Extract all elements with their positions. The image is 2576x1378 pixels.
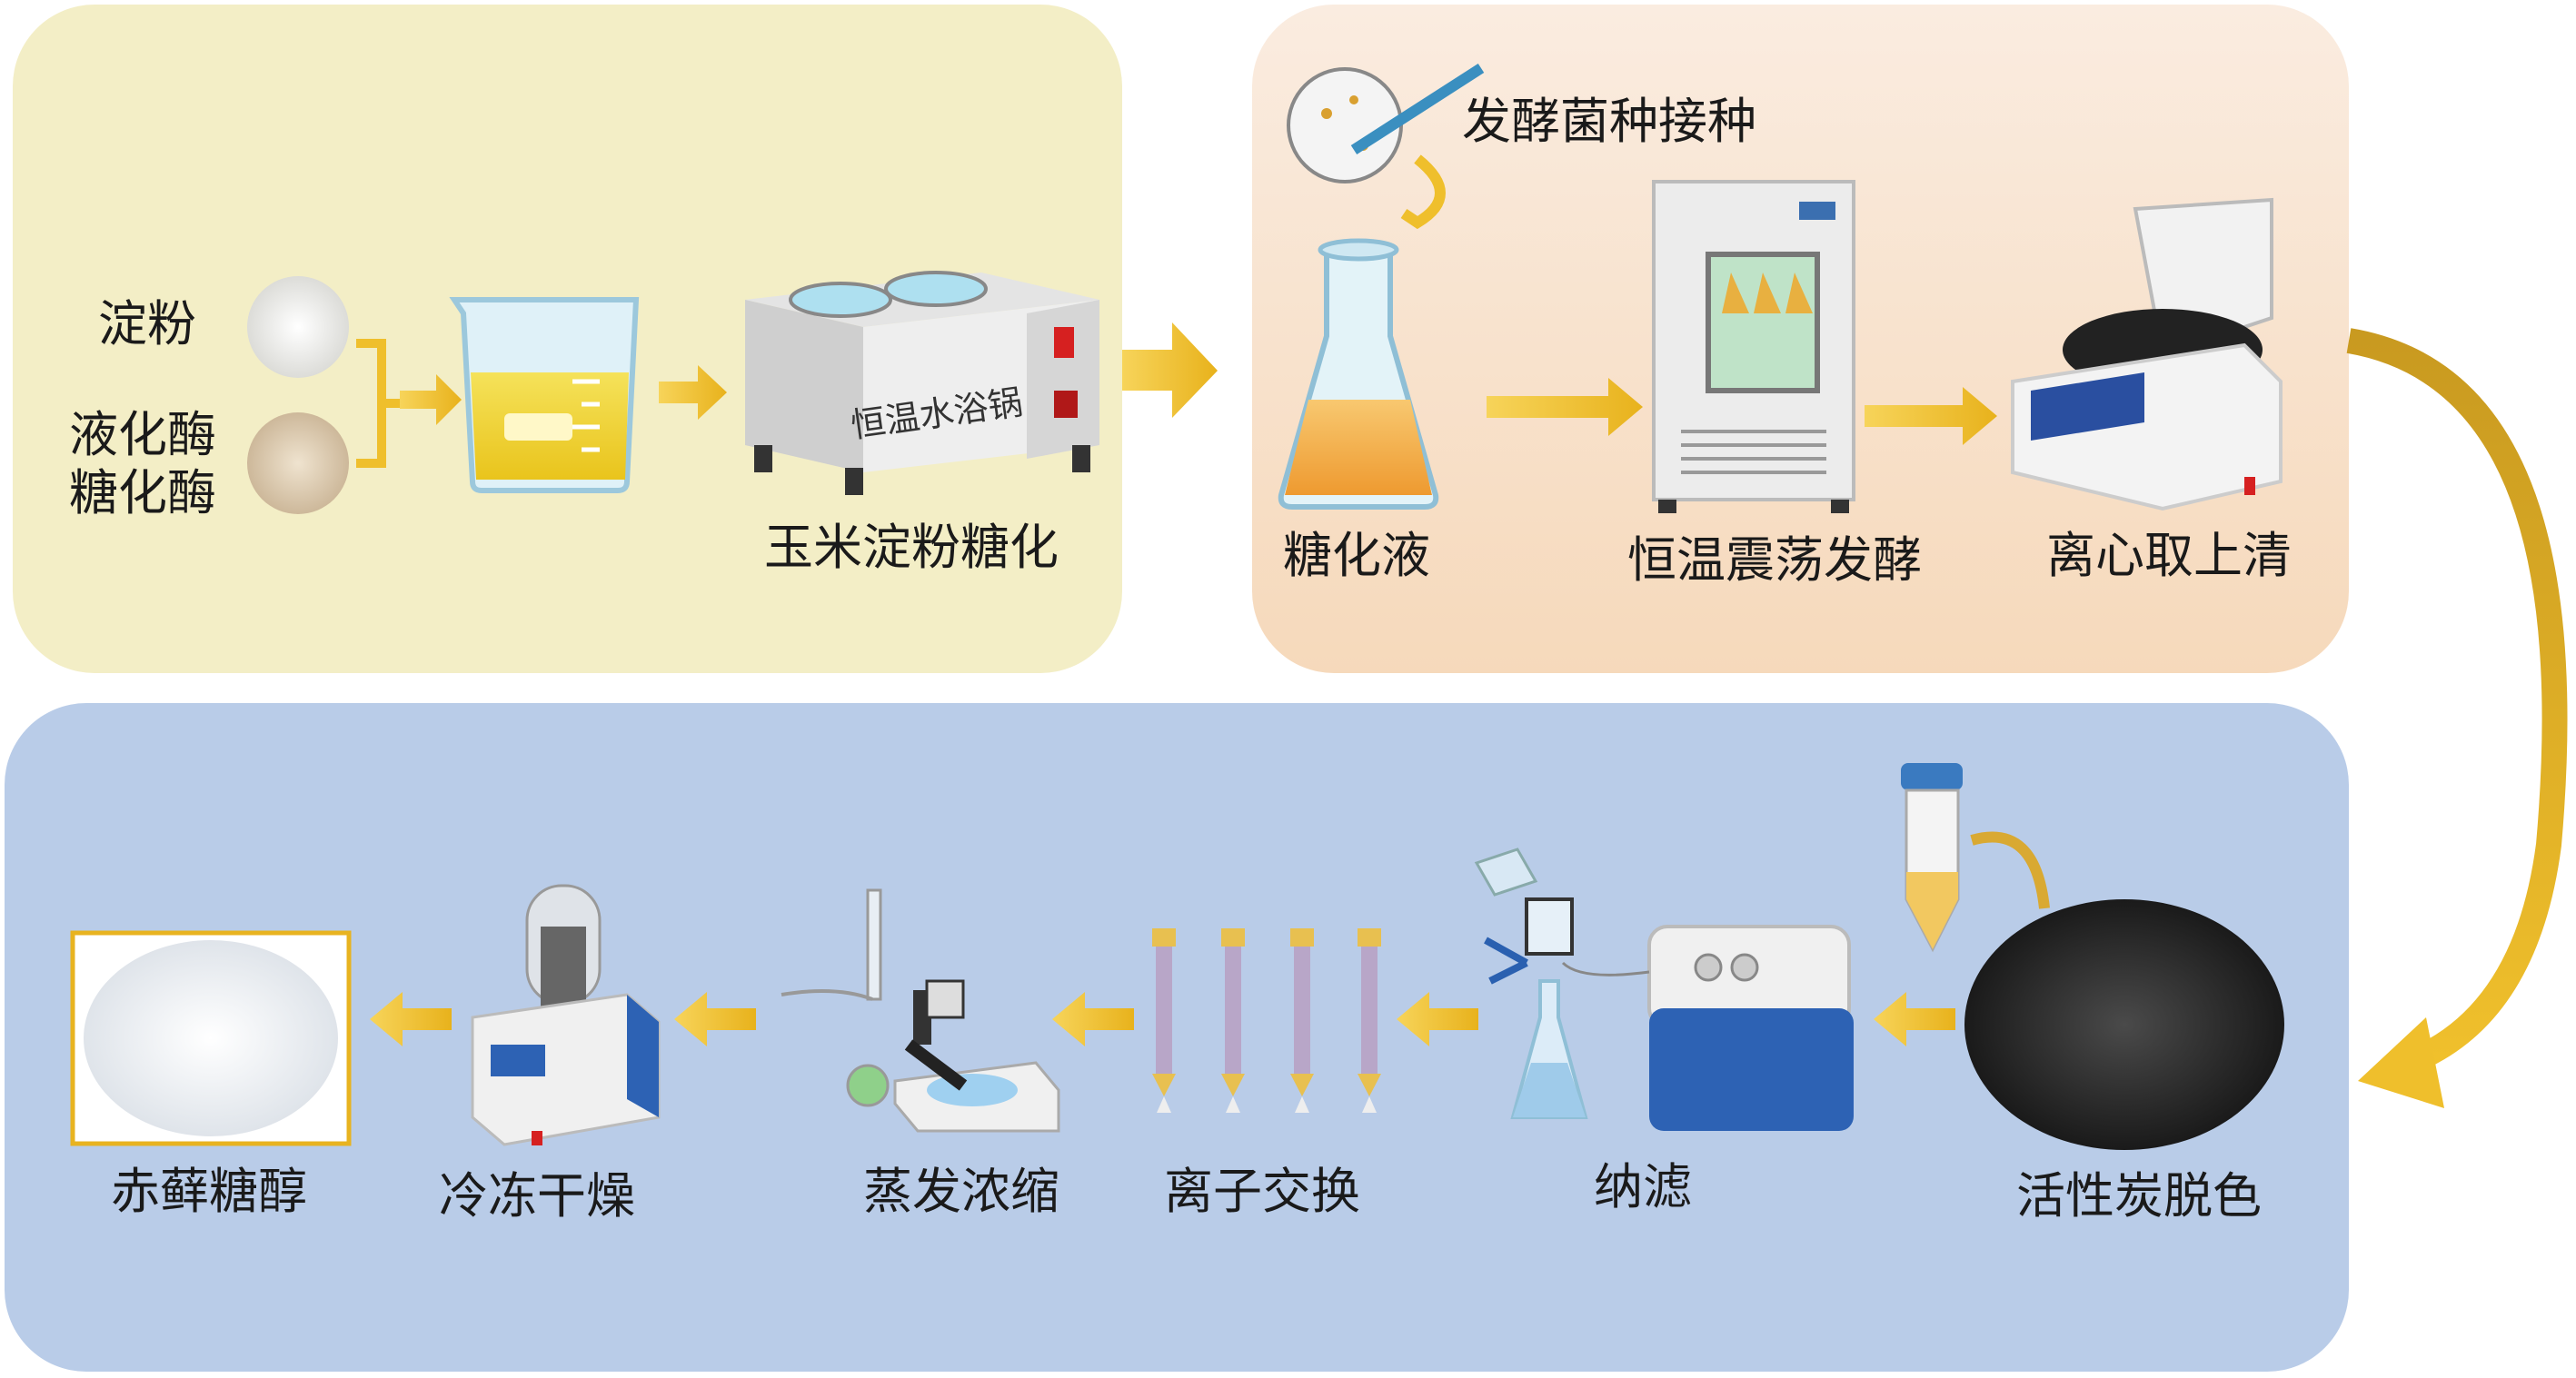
shaking-incubator-icon [1652,180,1855,513]
arrow-right [1865,387,1997,445]
tubing [1561,961,1650,976]
label-decolorization: 活性炭脱色 [2016,1167,2262,1224]
arrow-right-large [1122,322,1218,418]
activated-carbon-icon [1964,899,2284,1150]
arrow-left [674,992,756,1046]
water-bath-icon [745,271,1099,495]
arrow-left [1397,992,1478,1046]
label-centrifuge-supernatant: 离心取上清 [2046,527,2292,584]
erythritol-product-image [70,930,352,1146]
arrow-left [370,992,452,1046]
starch-powder-icon [247,276,349,378]
label-saccharifying-enzyme: 糖化酶 [69,464,216,521]
petri-dish-icon [1287,63,1485,183]
arrow-right [659,365,727,420]
arrow-left [1052,992,1134,1046]
arrow-left [1874,992,1955,1046]
rotary-evaporator-icon [781,888,1060,1133]
freeze-dryer-icon [471,884,661,1146]
label-inoculation: 发酵菌种接种 [1462,93,1756,150]
curved-connector-arrow [2346,328,2568,1076]
centrifuge-icon [2011,197,2283,511]
circulating-pump-icon [1647,925,1854,1131]
curved-arrow-head [2358,1017,2444,1108]
curved-arrow [1400,154,1446,230]
enzyme-powder-icon [247,412,349,514]
centrifuge-tube-icon [1901,763,1963,953]
panel-purification [5,703,2349,1372]
label-sugar-solution: 糖化液 [1283,527,1430,584]
label-liquefying-enzyme: 液化酶 [69,406,216,463]
label-freeze-drying: 冷冻干燥 [439,1167,635,1224]
arrow-right [1487,378,1643,436]
bracket [356,339,400,468]
label-nanofiltration: 纳滤 [1594,1158,1692,1215]
label-erythritol: 赤藓糖醇 [111,1163,307,1220]
label-ion-exchange: 离子交换 [1164,1163,1360,1220]
curved-arrow [1970,831,2050,909]
label-shaking-fermentation: 恒温震荡发酵 [1627,531,1922,589]
ion-exchange-columns-icon [1152,928,1381,1113]
beaker-icon [449,297,640,493]
arrow-right [400,374,462,425]
label-evaporation: 蒸发浓缩 [863,1163,1059,1220]
label-corn-starch-saccharification: 玉米淀粉糖化 [764,519,1059,576]
filtration-apparatus-icon [1474,848,1588,1119]
erlenmeyer-flask-icon [1278,238,1439,510]
label-starch: 淀粉 [98,295,196,352]
